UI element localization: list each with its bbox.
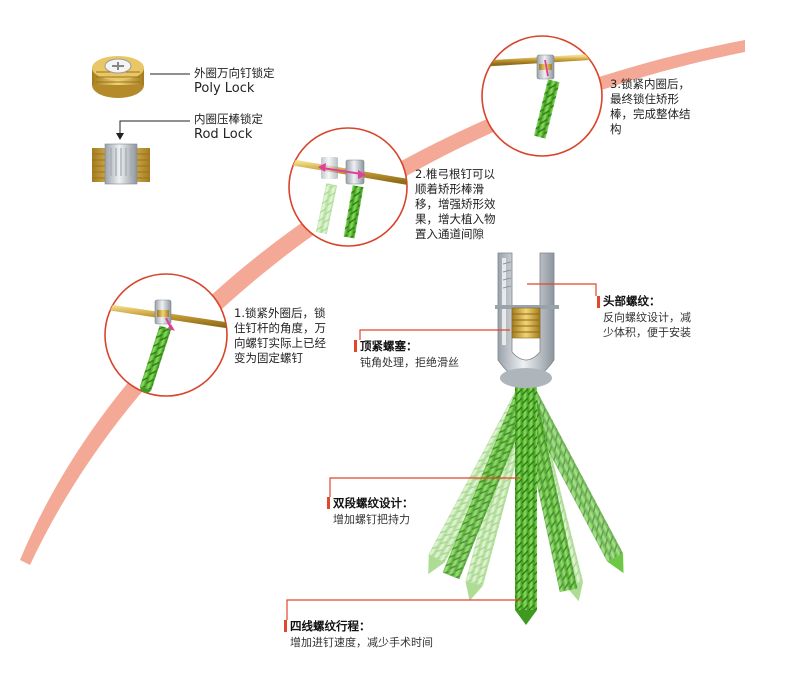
head-thread-desc: 少体积，便于安装 — [603, 326, 691, 339]
head-thread-leader — [527, 283, 597, 296]
rod-lock-en: Rod Lock — [194, 127, 253, 142]
step3-label: 3.锁紧内圈后， 最终锁住矫形 棒，完成整体结 构 — [610, 77, 691, 137]
rod-lock-cn: 内圈压棒锁定 — [194, 112, 263, 126]
step1-line: 变为固定螺钉 — [234, 351, 303, 365]
step3-line: 3.锁紧内圈后， — [610, 77, 690, 91]
dual-thread-desc: 增加螺钉把持力 — [333, 513, 410, 526]
rod-lock-icon — [92, 143, 150, 185]
step1-line: 住钉杆的角度，万 — [234, 321, 326, 335]
step2-line: 2.椎弓根钉可以 — [415, 167, 495, 181]
set-screw-desc: 钝角处理，拒绝滑丝 — [360, 356, 459, 369]
screw-fan — [428, 385, 624, 625]
screw-head — [495, 252, 559, 388]
step2-circle — [288, 127, 408, 247]
step1-line: 向螺钉实际上已经 — [234, 336, 326, 350]
head-thread-desc: 反向螺纹设计，减 — [603, 311, 691, 324]
step2-line: 果，增大植入物 — [415, 212, 496, 226]
quad-thread-desc: 增加进钉速度，减少手术时间 — [290, 636, 433, 649]
step1-circle — [104, 273, 228, 397]
step2-label: 2.椎弓根钉可以 顺着矫形棒滑 移，增强矫形效 果，增大植入物 置入通道间隙 — [415, 167, 496, 242]
step2-line: 置入通道间隙 — [415, 227, 484, 241]
step3-line: 最终锁住矫形 — [610, 92, 679, 106]
step3-circle — [481, 35, 603, 157]
dual-thread-title: 双段螺纹设计： — [333, 496, 414, 510]
set-screw-title: 顶紧螺塞： — [360, 339, 418, 353]
poly-lock-en: Poly Lock — [194, 81, 255, 96]
dual-thread-leader — [329, 477, 520, 497]
poly-lock-icon — [92, 56, 144, 98]
step2-line: 移，增强矫形效 — [415, 197, 496, 211]
quad-thread-leader — [286, 599, 522, 620]
step2-line: 顺着矫形棒滑 — [415, 182, 484, 196]
center-screw-shank — [515, 385, 537, 610]
step3-line: 棒，完成整体结 — [610, 107, 691, 121]
head-thread-title: 头部螺纹： — [603, 294, 661, 308]
step3-line: 构 — [610, 122, 622, 136]
step1-line: 1.锁紧外圈后，锁 — [234, 306, 326, 320]
poly-lock-cn: 外圈万向钉锁定 — [194, 66, 275, 80]
quad-thread-title: 四线螺纹行程： — [290, 619, 371, 633]
step1-label: 1.锁紧外圈后，锁 住钉杆的角度，万 向螺钉实际上已经 变为固定螺钉 — [234, 306, 326, 366]
set-screw-leader — [359, 329, 510, 340]
